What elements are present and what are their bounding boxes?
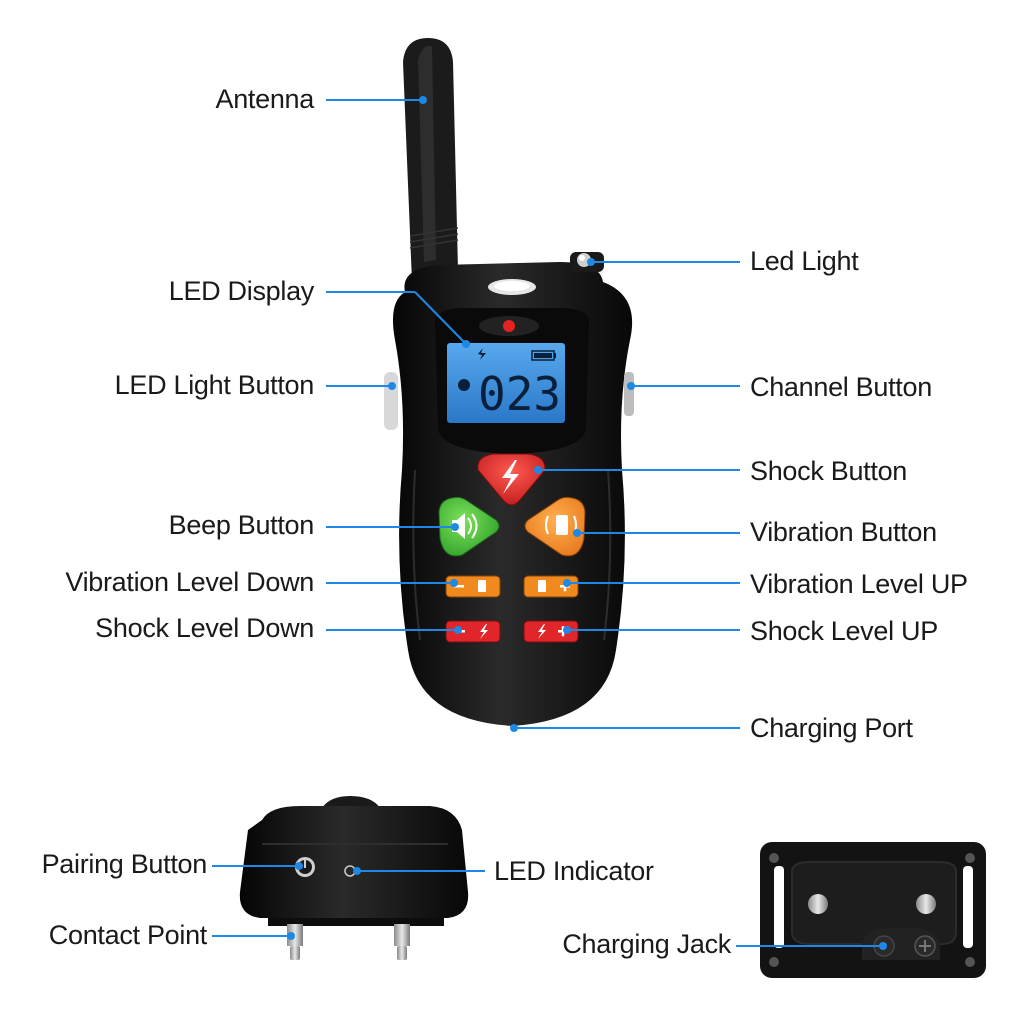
contact-prong-left xyxy=(287,924,303,960)
label-led-light-button: LED Light Button xyxy=(114,370,315,400)
shock-level-down-shape xyxy=(445,620,501,643)
label-beep-button: Beep Button xyxy=(168,510,315,540)
label-antenna: Antenna xyxy=(215,84,315,114)
lightning-icon xyxy=(502,460,519,494)
label-led-display: LED Display xyxy=(168,276,315,306)
vibration-level-down-shape xyxy=(445,575,501,598)
led-light-side-button xyxy=(384,372,398,430)
label-shock-level-down: Shock Level Down xyxy=(95,613,314,643)
dog-icon xyxy=(458,379,470,391)
led-display-screen: 023 xyxy=(447,343,565,423)
label-shock-level-up: Shock Level UP xyxy=(750,616,938,646)
label-led-light: Led Light xyxy=(750,246,859,276)
vibration-level-up-shape xyxy=(523,575,579,598)
label-charging-port: Charging Port xyxy=(750,713,913,743)
contact-prong-right xyxy=(394,924,410,960)
receiver-front xyxy=(239,796,469,960)
vibration-button-shape xyxy=(524,496,586,557)
label-led-indicator: LED Indicator xyxy=(494,856,654,886)
shock-button-shape xyxy=(477,453,546,506)
label-channel-button: Channel Button xyxy=(750,372,932,402)
label-contact-point: Contact Point xyxy=(48,920,208,950)
shock-mode-icon xyxy=(478,348,486,360)
antenna xyxy=(403,38,459,282)
label-vibration-button: Vibration Button xyxy=(750,517,937,547)
label-shock-button: Shock Button xyxy=(750,456,908,486)
channel-side-button xyxy=(624,372,634,416)
label-vibration-level-up: Vibration Level UP xyxy=(750,569,968,599)
battery-icon xyxy=(531,350,556,361)
label-charging-jack: Charging Jack xyxy=(562,929,731,959)
shock-level-up-shape xyxy=(523,620,579,643)
label-vibration-level-down: Vibration Level Down xyxy=(65,567,314,597)
charging-jack-cover xyxy=(862,928,940,960)
label-pairing-button: Pairing Button xyxy=(41,849,208,879)
receiver-back xyxy=(760,842,986,978)
beep-button-shape xyxy=(438,496,500,557)
display-value: 023 xyxy=(478,367,561,421)
leader-lines xyxy=(212,96,887,950)
